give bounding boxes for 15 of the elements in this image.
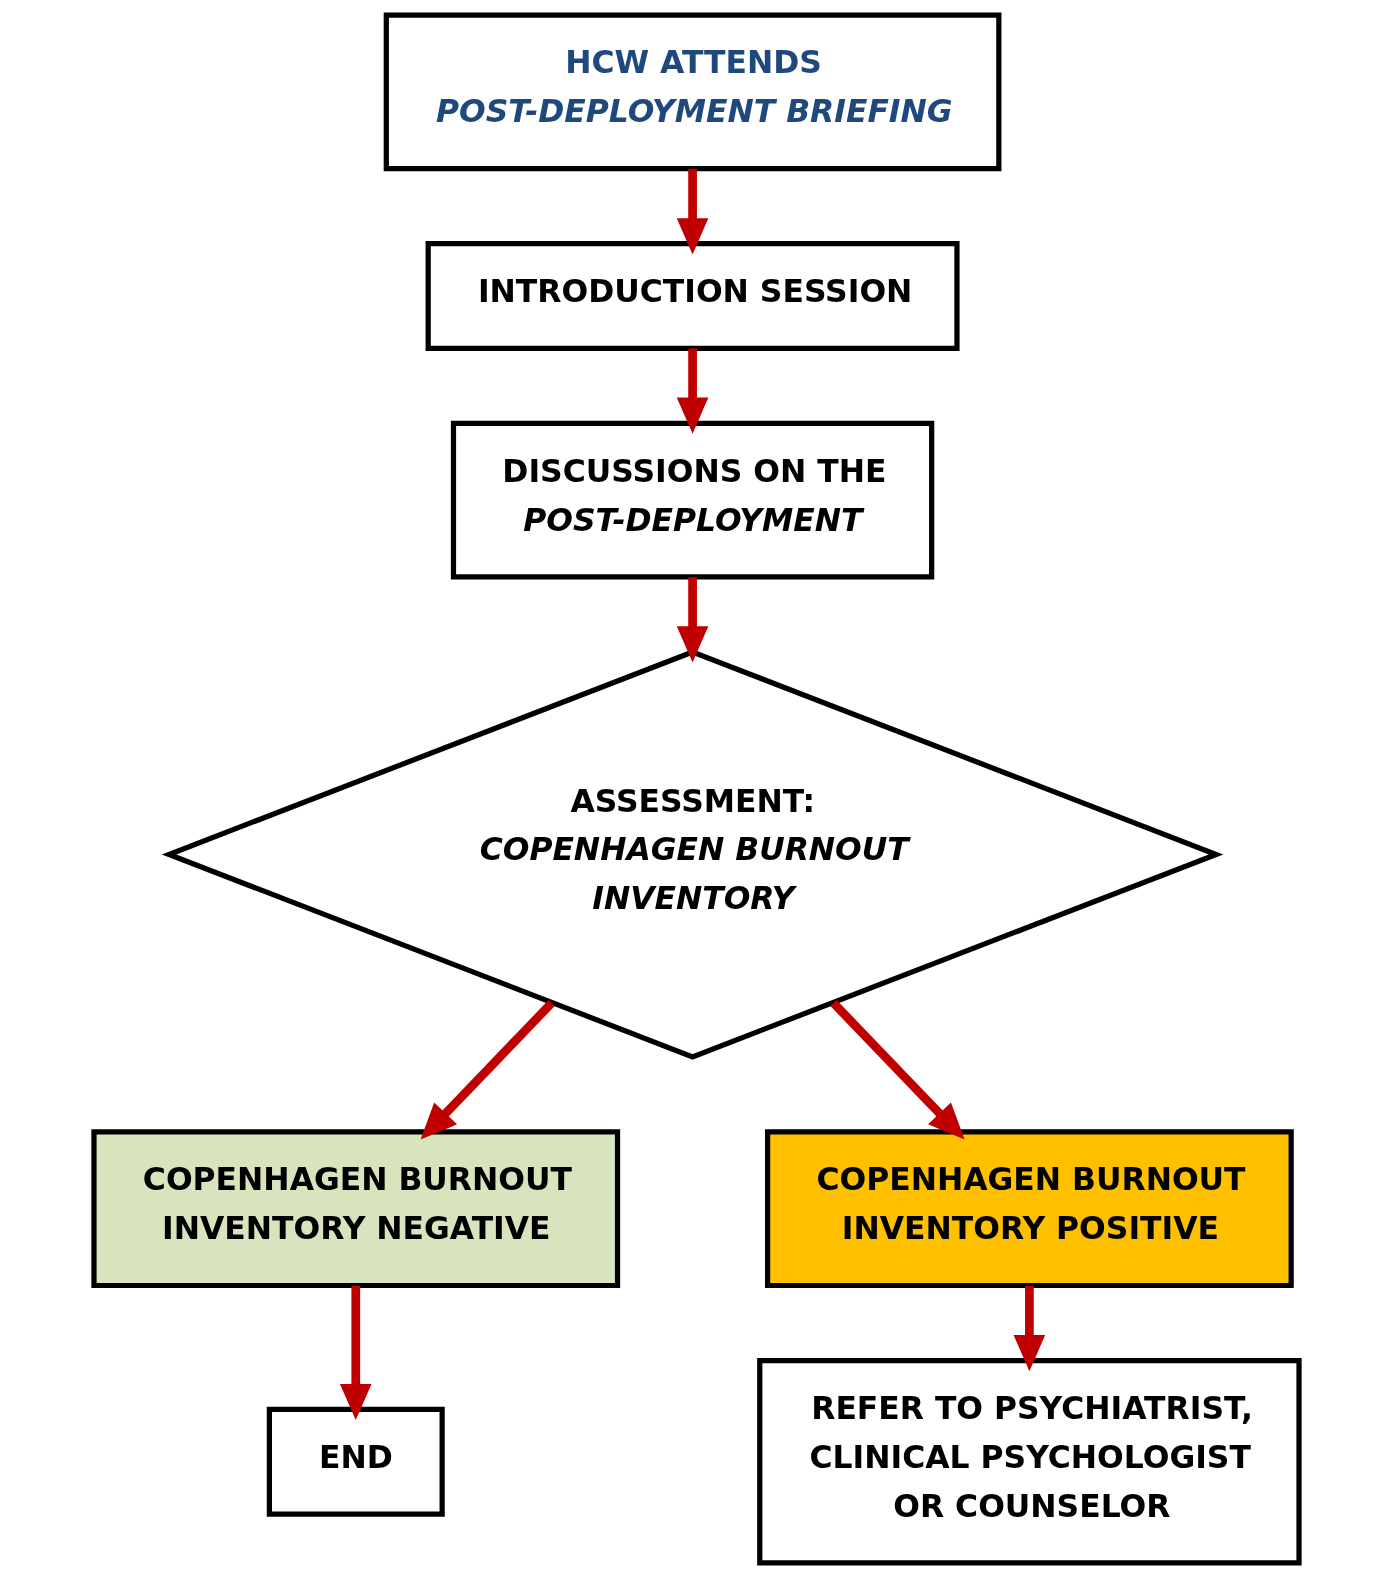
node-box: END	[266, 1406, 445, 1517]
arrow	[339, 1286, 372, 1421]
arrow	[676, 168, 709, 255]
node-box: INTRODUCTION SESSION	[425, 241, 960, 351]
node-box: COPENHAGEN BURNOUT INVENTORY POSITIVE	[765, 1129, 1294, 1289]
arrow	[1013, 1286, 1046, 1372]
node-box: COPENHAGEN BURNOUT INVENTORY NEGATIVE	[91, 1129, 621, 1289]
node-box: DISCUSSIONS ON THE POST-DEPLOYMENT	[450, 420, 935, 580]
arrow	[830, 999, 965, 1140]
arrow	[676, 348, 709, 434]
node-diamond: ASSESSMENT: COPENHAGEN BURNOUT INVENTORY	[161, 649, 1224, 1060]
node-box: REFER TO PSYCHIATRIST, CLINICAL PSYCHOLOGIST OR COUNSELOR	[757, 1357, 1302, 1566]
arrow	[676, 577, 709, 663]
arrow	[420, 999, 555, 1140]
node-box: HCW ATTENDS POST-DEPLOYMENT BRIEFING	[383, 12, 1002, 172]
